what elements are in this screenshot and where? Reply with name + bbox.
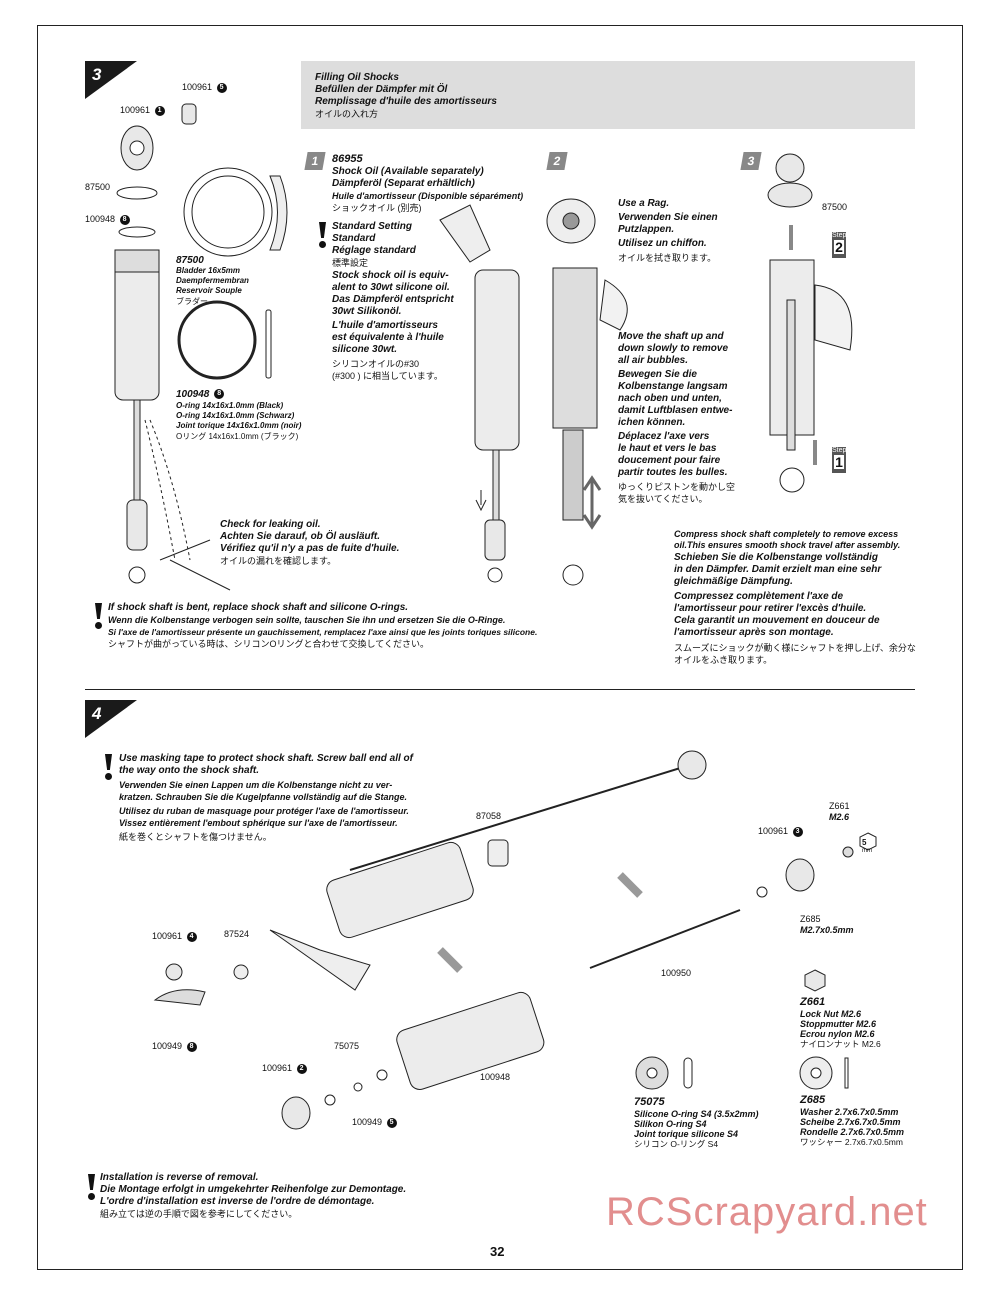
label-100948-body: 100948: [480, 1072, 511, 1082]
label-hex-unit: mm: [862, 848, 872, 854]
step-4-badge: 4: [85, 700, 137, 738]
label-100961-2: 100961 2: [262, 1063, 307, 1074]
sub-step-2-badge: 2: [546, 152, 568, 170]
label-87500-cap: 87500: [822, 202, 848, 212]
label-100950: 100950: [661, 968, 692, 978]
sub-step-1-badge: 1: [304, 152, 326, 170]
label-100949-5: 100949 5: [352, 1117, 397, 1128]
watermark: RCScrapyard.net: [606, 1190, 928, 1234]
label-87058: 87058: [476, 811, 502, 821]
section-divider: [85, 689, 915, 690]
label-100949-8: 100949 8: [152, 1041, 197, 1052]
page-number: 32: [490, 1244, 505, 1259]
label-m27: M2.7x0.5mm: [800, 925, 854, 935]
label-75075: 75075: [334, 1041, 360, 1051]
page-frame: [37, 25, 963, 1270]
label-100961-4: 100961 4: [152, 931, 197, 942]
label-100961-1: 100961 1: [120, 105, 165, 116]
step-3-badge: 3: [85, 61, 137, 99]
label-87524: 87524: [224, 929, 250, 939]
label-z661-top: Z661: [829, 801, 850, 811]
label-z685: Z685: [800, 914, 821, 924]
sub-step-3-badge: 3: [740, 152, 762, 170]
label-87500: 87500: [85, 182, 111, 192]
label-hex-5mm: 5: [862, 838, 867, 847]
label-100961-3: 100961 3: [758, 826, 803, 837]
label-100948: 100948 8: [85, 214, 130, 225]
label-100961-5: 100961 5: [182, 82, 227, 93]
step-3-header: Filling Oil Shocks Befüllen der Dämpfer …: [301, 61, 915, 129]
label-m26: M2.6: [829, 812, 850, 822]
